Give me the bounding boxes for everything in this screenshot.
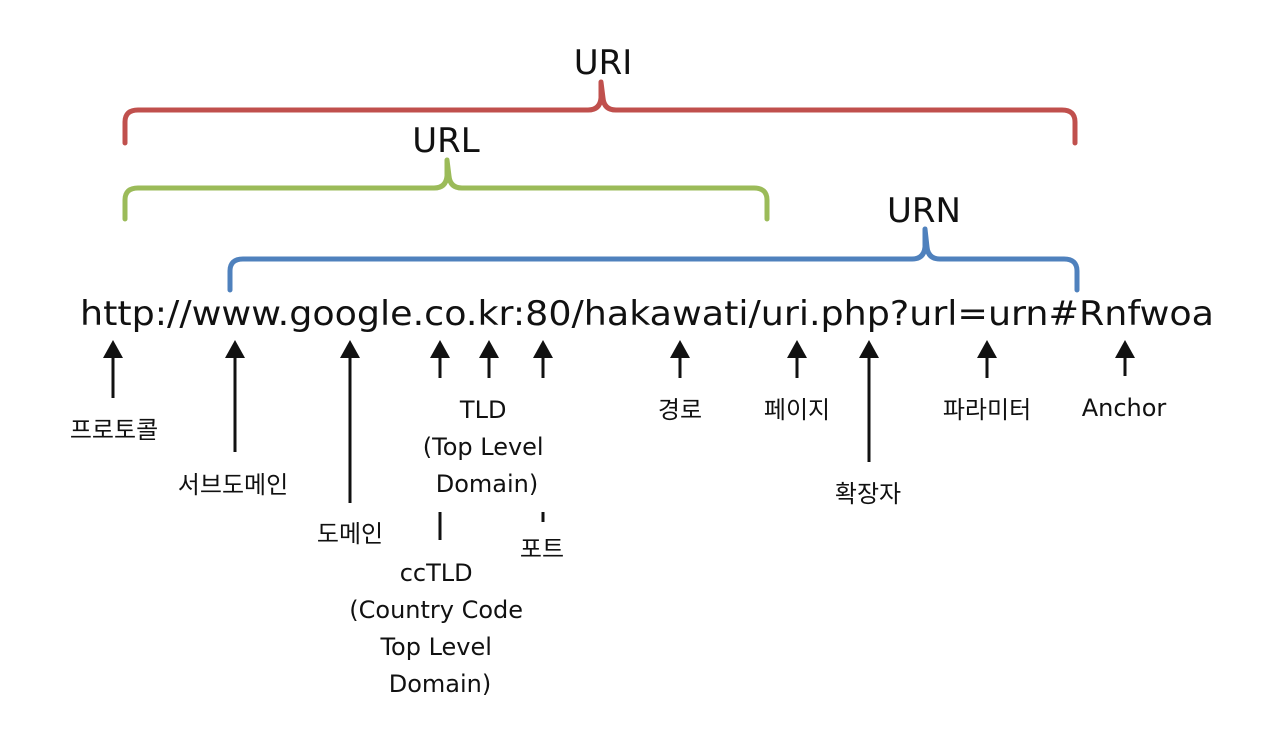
label-tld-line-2: (Top Level [423,433,544,461]
arrow-port [533,340,553,378]
arrow-protocol [103,340,123,398]
arrow-cctld [430,340,450,378]
label-cctld: ccTLD (Country Code Top Level Domain) [349,559,530,698]
urn-bracket [227,226,1080,293]
label-tld: TLD (Top Level Domain) [423,396,551,498]
label-cctld-line-3: Top Level [379,633,491,661]
label-cctld-line-4: Domain) [389,670,492,698]
label-domain: 도메인 [317,520,383,548]
urn-label: URN [887,191,961,231]
arrow-path [670,340,690,378]
arrow-anchor [1115,340,1135,376]
url-label: URL [412,121,480,161]
label-page: 페이지 [764,396,830,424]
arrow-tld [479,340,499,378]
label-subdomain: 서브도메인 [178,471,288,499]
arrow-parameter [977,340,997,378]
uri-bracket [122,79,1078,146]
label-tld-line-1: TLD [459,396,507,424]
label-tld-line-3: Domain) [436,470,539,498]
label-protocol: 프로토콜 [70,416,158,444]
arrow-extension [859,340,879,462]
label-extension: 확장자 [835,480,901,508]
label-cctld-line-2: (Country Code [349,596,523,624]
arrow-domain [340,340,360,503]
label-parameter: 파라미터 [943,396,1031,424]
arrow-page [787,340,807,378]
arrow-subdomain [225,340,245,452]
uri-label: URI [574,43,633,83]
label-path: 경로 [658,396,702,424]
label-anchor: Anchor [1082,394,1167,422]
label-cctld-line-1: ccTLD [400,559,473,587]
url-bracket [122,157,770,222]
label-port: 포트 [520,535,564,563]
url-string: http://www.google.co.kr:80/hakawati/uri.… [80,294,1214,334]
